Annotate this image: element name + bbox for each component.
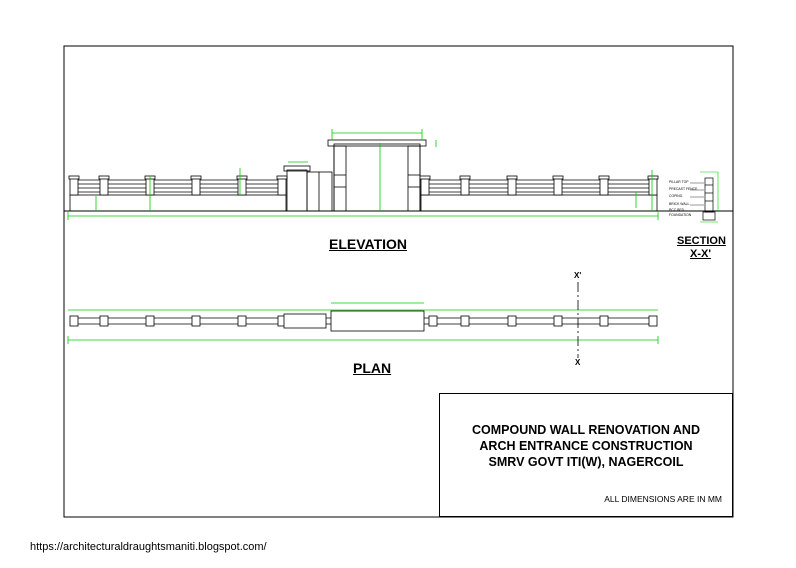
plan-pillar-11 xyxy=(599,315,609,327)
arch-column-right xyxy=(407,145,421,212)
elevation-dimensions xyxy=(67,129,659,220)
plan-label: PLAN xyxy=(353,360,392,376)
plan-pillars xyxy=(69,315,658,327)
left-pillar-5 xyxy=(237,177,247,196)
sheet-border xyxy=(63,45,734,518)
plan-pillar-10 xyxy=(553,315,563,327)
plan-pillar-12 xyxy=(648,315,658,327)
arch-beam xyxy=(327,139,427,147)
plan-drawing xyxy=(69,310,658,332)
plan-dimensions xyxy=(67,302,659,344)
left-pillar-cap-6 xyxy=(276,175,288,180)
right-pillar-cap-3 xyxy=(506,175,518,180)
section-label: SECTION xyxy=(677,235,726,247)
plan-gate xyxy=(283,313,327,329)
elevation-drawing xyxy=(64,139,733,212)
right-pillar-3 xyxy=(507,177,517,196)
section-note-4: BRICK WALL xyxy=(669,202,690,206)
left-pillar-cap-1 xyxy=(68,175,80,180)
section-note-5: PCC BED xyxy=(669,208,685,212)
section-foundation xyxy=(702,211,716,221)
arch-column-left xyxy=(333,145,347,212)
title-line-1: COMPOUND WALL RENOVATION AND xyxy=(471,423,700,437)
plan-pillar-2 xyxy=(99,315,109,327)
right-wall-base xyxy=(420,194,658,212)
right-pillar-2 xyxy=(460,177,470,196)
elevation-label: ELEVATION xyxy=(329,236,408,252)
section-cut-top-label: X' xyxy=(574,271,582,280)
right-pillar-cap-1 xyxy=(419,175,431,180)
plan-pillar-7 xyxy=(428,315,438,327)
title-line-2: ARCH ENTRANCE CONSTRUCTION xyxy=(479,439,693,453)
gate-panel xyxy=(306,171,333,212)
section-note-2: PRECAST FENCE xyxy=(669,187,698,191)
gate-pillar-left xyxy=(286,169,308,212)
section-note-6: FOUNDATION xyxy=(669,213,692,217)
right-pillar-1 xyxy=(420,177,430,196)
right-pillar-cap-6 xyxy=(647,175,659,180)
section-wall xyxy=(704,177,714,213)
left-pillar-cap-5 xyxy=(236,175,248,180)
right-pillar-4 xyxy=(553,177,563,196)
left-pillar-cap-4 xyxy=(190,175,202,180)
right-pillar-cap-2 xyxy=(459,175,471,180)
plan-pillar-1 xyxy=(69,315,79,327)
section-note-3: COPING xyxy=(669,194,683,198)
dimensions-note: ALL DIMENSIONS ARE IN MM xyxy=(604,494,722,504)
section-label-sub: X-X' xyxy=(690,248,711,260)
section-drawing xyxy=(690,177,716,221)
plan-pillar-4 xyxy=(191,315,201,327)
footer-url[interactable]: https://architecturaldraughtsmaniti.blog… xyxy=(30,541,267,553)
right-fence-pillars xyxy=(419,175,659,196)
section-cut-bottom-label: X xyxy=(575,358,581,367)
left-pillar-1 xyxy=(69,177,79,196)
left-pillar-6 xyxy=(277,177,287,196)
right-pillar-cap-4 xyxy=(552,175,564,180)
title-block: COMPOUND WALL RENOVATION AND ARCH ENTRAN… xyxy=(439,393,733,517)
plan-pillar-3 xyxy=(145,315,155,327)
left-pillar-cap-2 xyxy=(98,175,110,180)
right-pillar-6 xyxy=(648,177,658,196)
plan-pillar-8 xyxy=(460,315,470,327)
right-fence-rails xyxy=(421,179,657,193)
title-line-3: SMRV GOVT ITI(W), NAGERCOIL xyxy=(488,455,684,469)
right-pillar-5 xyxy=(599,177,609,196)
arch-entrance xyxy=(333,143,421,212)
section-note-1: PILLAR TOP xyxy=(669,180,689,184)
left-pillar-2 xyxy=(99,177,109,196)
right-pillar-cap-5 xyxy=(598,175,610,180)
left-wall-base xyxy=(69,194,287,212)
plan-pillar-5 xyxy=(237,315,247,327)
left-pillar-4 xyxy=(191,177,201,196)
plan-pillar-9 xyxy=(507,315,517,327)
plan-arch xyxy=(330,310,425,332)
gate-pillar-cap-left xyxy=(283,165,311,172)
section-notes: PILLAR TOP PRECAST FENCE COPING BRICK WALL P… xyxy=(669,180,698,217)
section-dimensions xyxy=(700,171,719,223)
